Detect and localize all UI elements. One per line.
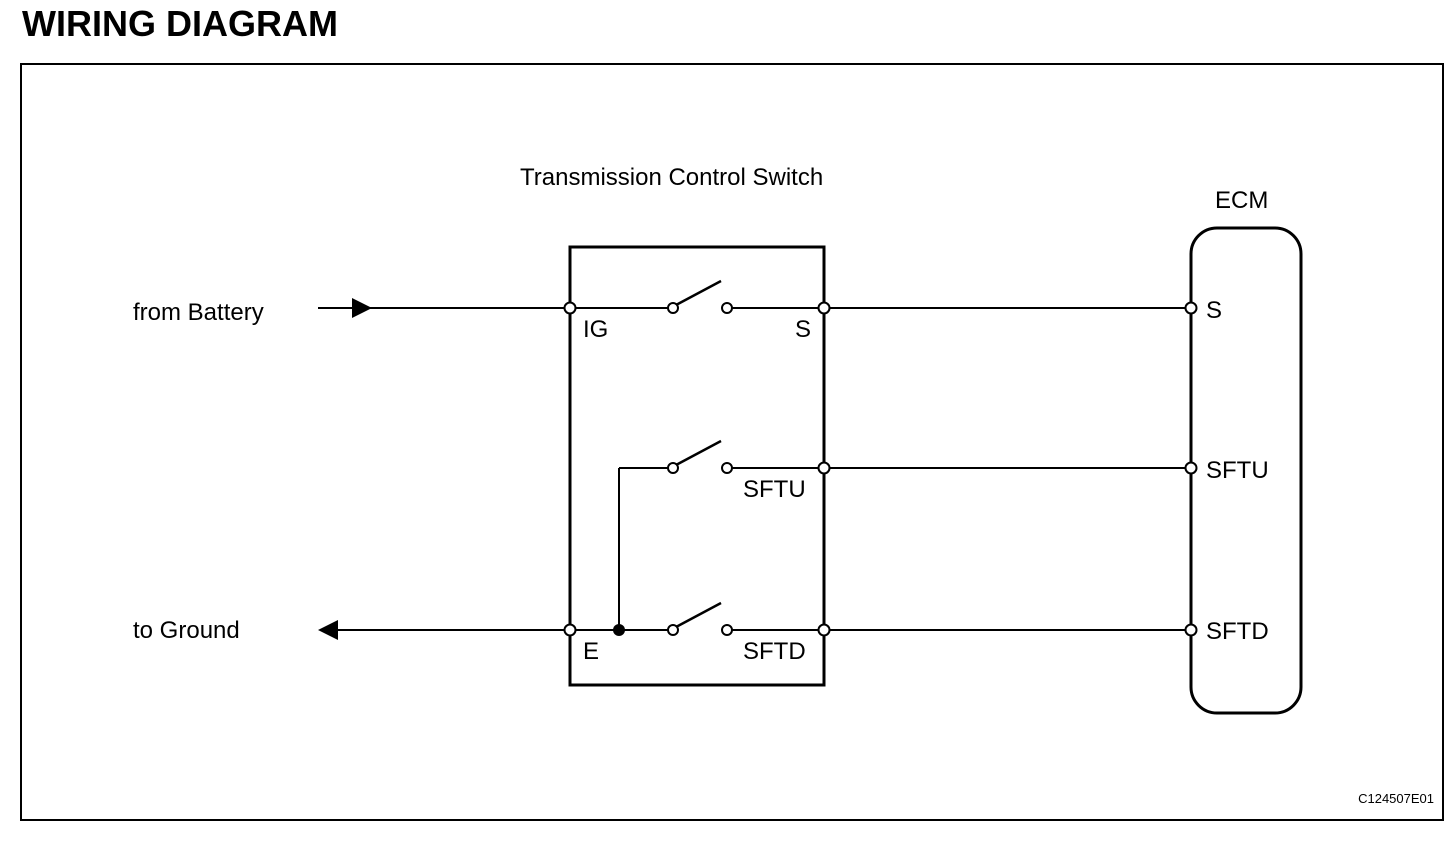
sftd-switch-blade [675, 601, 722, 629]
terminal-s [817, 301, 831, 315]
battery-arrow-icon [352, 298, 372, 318]
ig-switch-blade [675, 279, 722, 307]
ecm-pin-label-sftd: SFTD [1206, 618, 1269, 645]
figure-code: C124507E01 [1358, 791, 1434, 806]
page-title: WIRING DIAGRAM [22, 3, 338, 44]
diagram-frame [20, 63, 1444, 821]
ecm-title: ECM [1215, 187, 1268, 214]
ecm-pin-label-sftu: SFTU [1206, 457, 1269, 484]
pin-label-e: E [583, 638, 599, 665]
pin-label-s: S [795, 316, 811, 343]
to-ground-label: to Ground [133, 617, 240, 644]
ecm-terminal-sftu [1184, 461, 1198, 475]
ecm-terminal-s [1184, 301, 1198, 315]
ig-switch-pivot [667, 302, 679, 314]
sftd-switch-contact [721, 624, 733, 636]
sftd-switch-pivot [667, 624, 679, 636]
pin-label-sftd: SFTD [743, 638, 806, 665]
from-battery-label: from Battery [133, 299, 264, 326]
pin-label-ig: IG [583, 316, 608, 343]
sftu-switch-contact [721, 462, 733, 474]
terminal-ig [563, 301, 577, 315]
switch-title: Transmission Control Switch [520, 164, 823, 191]
sftu-switch-blade [675, 439, 722, 467]
ecm-terminal-sftd [1184, 623, 1198, 637]
ig-switch-contact [721, 302, 733, 314]
sftu-switch-pivot [667, 462, 679, 474]
switch-box [568, 245, 826, 687]
terminal-sftu [817, 461, 831, 475]
pin-label-sftu: SFTU [743, 476, 806, 503]
junction-dot [613, 624, 625, 636]
terminal-sftd [817, 623, 831, 637]
terminal-e [563, 623, 577, 637]
ground-arrow-icon [318, 620, 338, 640]
ecm-pin-label-s: S [1206, 297, 1222, 324]
